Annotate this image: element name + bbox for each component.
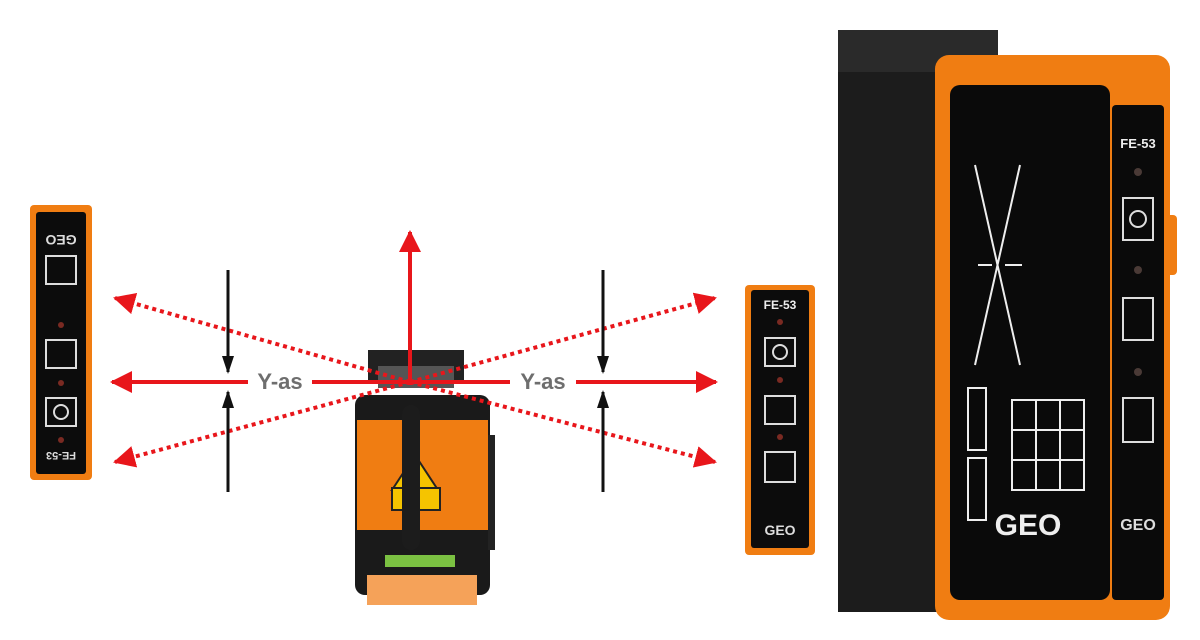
- power-icon: [45, 397, 77, 427]
- led-indicator: [777, 377, 783, 383]
- antenna: [488, 435, 495, 550]
- led-indicator: [777, 434, 783, 440]
- battery-icon: [967, 387, 987, 521]
- beam-left-upper: [113, 292, 411, 384]
- led-indicator: [777, 319, 783, 325]
- beam-left-lower: [113, 380, 411, 468]
- rotating-laser: [355, 350, 495, 605]
- power-icon: [1122, 197, 1154, 241]
- target-icon: [764, 451, 796, 483]
- model-label: FE-53: [46, 449, 76, 461]
- middle-detector: FE-53 GEO: [745, 285, 815, 555]
- handle: [402, 405, 420, 550]
- model-label: FE-53: [1120, 136, 1155, 151]
- keypad: [367, 575, 477, 605]
- display: [385, 555, 455, 567]
- crosshair-icon: [974, 164, 1022, 366]
- led-indicator: [58, 437, 64, 443]
- y-axis-label-left: Y-as: [257, 369, 302, 394]
- model-label: FE-53: [764, 298, 797, 312]
- led-indicator: [58, 380, 64, 386]
- sound-icon: [1122, 297, 1154, 341]
- sound-icon: [764, 395, 796, 425]
- power-icon: [764, 337, 796, 367]
- geo-logo: GEO: [45, 232, 76, 248]
- y-axis-label-right: Y-as: [520, 369, 565, 394]
- sound-icon: [45, 339, 77, 369]
- left-detector: GEO FE-53: [30, 205, 92, 480]
- status-grid-icon: [1011, 399, 1085, 491]
- geo-logo: GEO: [995, 509, 1062, 542]
- target-icon: [45, 255, 77, 285]
- geo-logo: GEO: [764, 522, 795, 538]
- large-detector: GEO FE-53 GEO: [838, 30, 1177, 620]
- range-arrows: [222, 270, 609, 492]
- target-icon: [1122, 397, 1154, 443]
- led-indicator: [58, 322, 64, 328]
- geo-logo-small: GEO: [1120, 517, 1156, 534]
